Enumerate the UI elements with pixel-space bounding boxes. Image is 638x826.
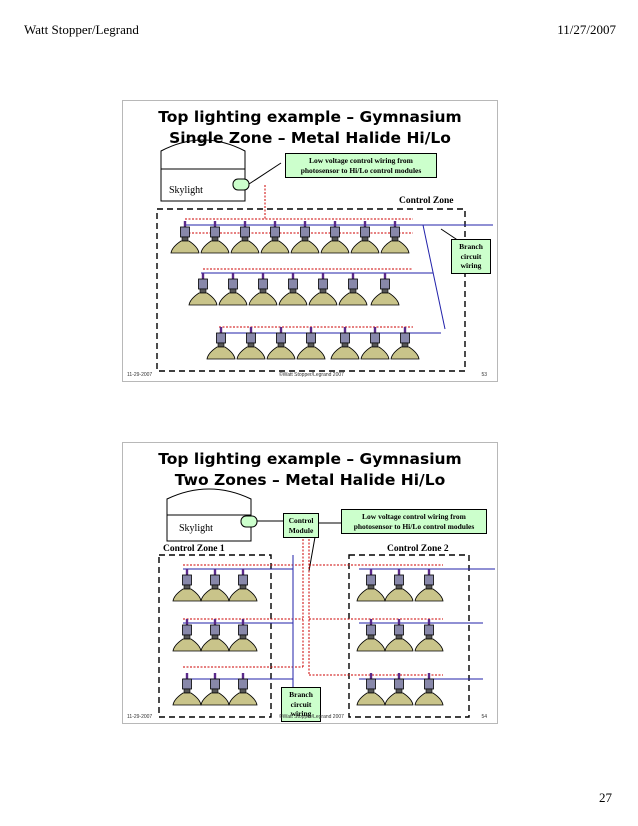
high-bay-fixture-icon <box>390 327 420 360</box>
high-bay-fixture-icon <box>230 221 260 254</box>
skylight-label: Skylight <box>179 523 213 534</box>
high-bay-fixture-icon <box>200 673 230 706</box>
photosensor-icon <box>240 515 258 528</box>
fixture-group <box>170 221 420 360</box>
high-bay-fixture-icon <box>218 273 248 306</box>
slide-title: Top lighting example – Gymnasium Single … <box>158 108 462 147</box>
control-zone-1-label: Control Zone 1 <box>163 544 225 554</box>
slide-footer-date: 11-29-2007 <box>127 372 153 378</box>
high-bay-fixture-icon <box>170 221 200 254</box>
high-bay-fixture-icon <box>308 273 338 306</box>
slide-footer-number: 53 <box>481 372 487 378</box>
high-bay-fixture-icon <box>380 221 410 254</box>
control-module-box: Control Module <box>283 513 319 538</box>
slide-footer-date: 11-29-2007 <box>127 714 153 720</box>
control-zone-1-box <box>158 554 272 718</box>
high-bay-fixture-icon <box>228 619 258 652</box>
high-bay-fixture-icon <box>370 273 400 306</box>
skylight-dome-icon <box>166 488 252 515</box>
high-bay-fixture-icon <box>206 327 236 360</box>
high-bay-fixture-icon <box>384 569 414 602</box>
branch-circuit-callout: Branch circuit wiring <box>451 239 491 274</box>
high-bay-fixture-icon <box>320 221 350 254</box>
high-bay-fixture-icon <box>172 569 202 602</box>
slide-two-zones: Top lighting example – Gymnasium Two Zon… <box>122 442 498 724</box>
high-bay-fixture-icon <box>356 619 386 652</box>
high-bay-fixture-icon <box>188 273 218 306</box>
high-bay-fixture-icon <box>356 569 386 602</box>
slide-footer-copyright: ©Watt Stopper/Legrand 2007 <box>279 714 344 720</box>
high-bay-fixture-icon <box>236 327 266 360</box>
control-wiring <box>185 185 413 328</box>
control-zone-label: Control Zone <box>399 196 454 206</box>
photosensor-icon <box>232 178 250 191</box>
low-voltage-callout: Low voltage control wiring from photosen… <box>341 509 487 534</box>
high-bay-fixture-icon <box>172 673 202 706</box>
skylight-box <box>166 514 252 542</box>
high-bay-fixture-icon <box>338 273 368 306</box>
branch-circuit-wiring <box>183 555 495 715</box>
slide-footer-number: 54 <box>481 714 487 720</box>
high-bay-fixture-icon <box>228 569 258 602</box>
slide-single-zone: Top lighting example – Gymnasium Single … <box>122 100 498 382</box>
control-zone-2-label: Control Zone 2 <box>387 544 449 554</box>
control-wiring <box>183 539 443 676</box>
high-bay-fixture-icon <box>290 221 320 254</box>
high-bay-fixture-icon <box>248 273 278 306</box>
fixture-group <box>172 569 444 706</box>
high-bay-fixture-icon <box>260 221 290 254</box>
skylight-label: Skylight <box>169 185 203 196</box>
high-bay-fixture-icon <box>414 673 444 706</box>
slide-title: Top lighting example – Gymnasium Two Zon… <box>158 450 462 489</box>
high-bay-fixture-icon <box>414 619 444 652</box>
page-number: 27 <box>599 790 612 805</box>
high-bay-fixture-icon <box>200 221 230 254</box>
high-bay-fixture-icon <box>200 569 230 602</box>
high-bay-fixture-icon <box>200 619 230 652</box>
high-bay-fixture-icon <box>228 673 258 706</box>
slide-footer-copyright: ©Watt Stopper/Legrand 2007 <box>279 372 344 378</box>
branch-circuit-callout: Branch circuit wiring <box>281 687 321 722</box>
control-zone-box <box>156 208 466 372</box>
high-bay-fixture-icon <box>296 327 326 360</box>
skylight-dome-icon <box>160 139 246 169</box>
high-bay-fixture-icon <box>350 221 380 254</box>
high-bay-fixture-icon <box>360 327 390 360</box>
high-bay-fixture-icon <box>384 673 414 706</box>
high-bay-fixture-icon <box>330 327 360 360</box>
low-voltage-callout: Low voltage control wiring from photosen… <box>285 153 437 178</box>
high-bay-fixture-icon <box>384 619 414 652</box>
single-zone-diagram <box>156 139 493 372</box>
control-zone-2-box <box>348 554 470 718</box>
high-bay-fixture-icon <box>266 327 296 360</box>
two-zone-diagram <box>158 488 495 718</box>
high-bay-fixture-icon <box>172 619 202 652</box>
high-bay-fixture-icon <box>356 673 386 706</box>
high-bay-fixture-icon <box>278 273 308 306</box>
page-header-right: 11/27/2007 <box>557 22 616 37</box>
high-bay-fixture-icon <box>414 569 444 602</box>
page-header-left: Watt Stopper/Legrand <box>24 22 139 37</box>
